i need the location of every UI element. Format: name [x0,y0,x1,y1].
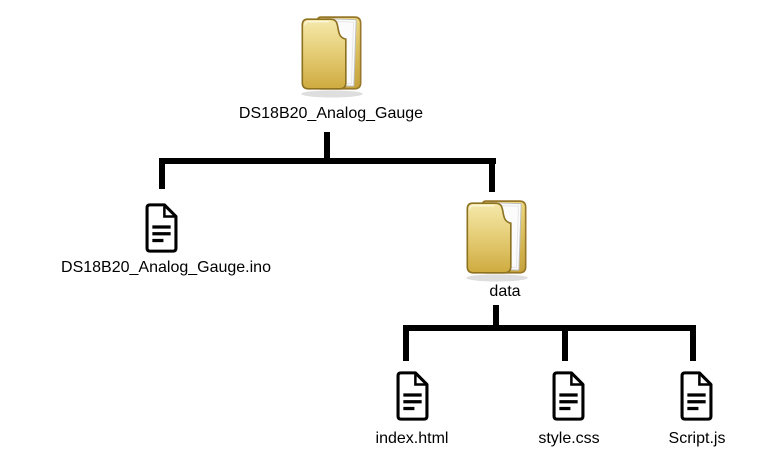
root-folder-icon [300,16,364,98]
style-document-icon [552,371,585,421]
connector-data-stem [493,305,499,326]
root-folder-label: DS18B20_Analog_Gauge [238,105,424,122]
style-file-label: style.css [538,430,600,447]
connector-root-drop-right [489,158,495,192]
index-document-icon [396,371,429,421]
connector-root-crossbar [159,158,496,164]
connector-data-crossbar [403,325,696,331]
connector-root-drop-left [159,158,165,189]
ino-file-label: DS18B20_Analog_Gauge.ino [61,259,271,276]
data-folder-icon [465,200,529,282]
index-file-label: index.html [375,430,449,447]
script-document-icon [680,371,713,421]
script-file-label: Script.js [668,430,726,447]
connector-data-drop-right [690,325,696,361]
connector-data-drop-left [403,325,409,361]
ino-document-icon [145,203,178,253]
data-folder-label: data [489,283,521,300]
connector-root-stem [324,132,330,159]
connector-data-drop-middle [562,325,568,361]
